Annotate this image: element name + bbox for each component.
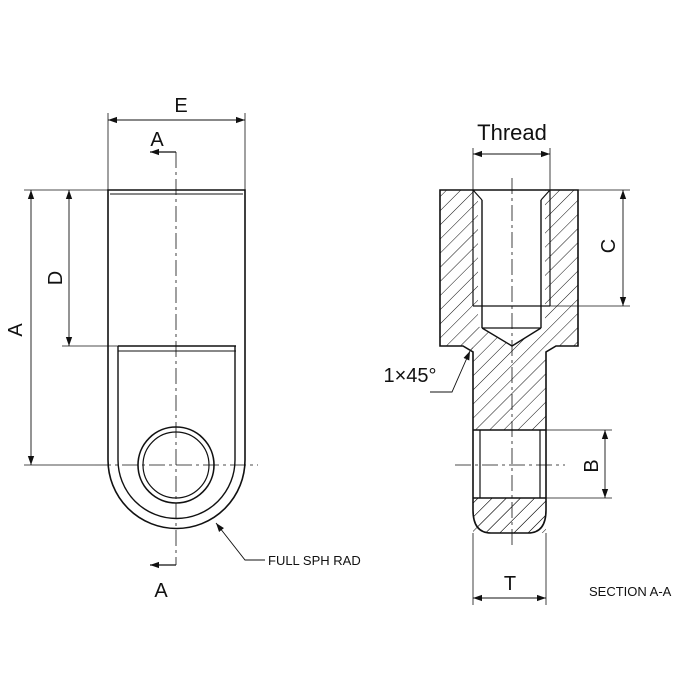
dim-T-label: T: [504, 573, 516, 595]
section-mark-bottom-label: A: [154, 580, 168, 602]
cross-hole-cover-right: [546, 346, 586, 546]
countersink-left: [472, 189, 483, 201]
rod-end-outline: [107, 189, 246, 530]
countersink-right: [540, 189, 551, 201]
thread-label: Thread: [477, 120, 547, 145]
threaded-bore: [478, 190, 545, 346]
front-view: A A E A D FULL SPH RAD: [5, 95, 361, 602]
cross-hole-cover-left: [432, 352, 473, 546]
slot-outline: [117, 346, 236, 520]
section-caption: SECTION A-A: [589, 584, 672, 599]
sph-rad-leader: [215, 522, 265, 561]
chamfer-label: 1×45°: [383, 365, 436, 387]
section-outline: [439, 189, 579, 534]
section-view: Thread C B T 1×45° SECTION A-A: [383, 120, 672, 605]
chamfer-leader: [430, 350, 471, 393]
section-hatch-bottom: [473, 498, 546, 533]
dim-A-label: A: [5, 323, 27, 337]
cross-hole: [473, 430, 546, 498]
dim-B-label: B: [581, 459, 603, 472]
sph-rad-note: FULL SPH RAD: [268, 553, 361, 568]
section-mark-top-label: A: [150, 129, 164, 151]
dim-E-label: E: [174, 95, 187, 117]
dim-D-label: D: [45, 271, 67, 285]
dim-C-label: C: [598, 239, 620, 253]
